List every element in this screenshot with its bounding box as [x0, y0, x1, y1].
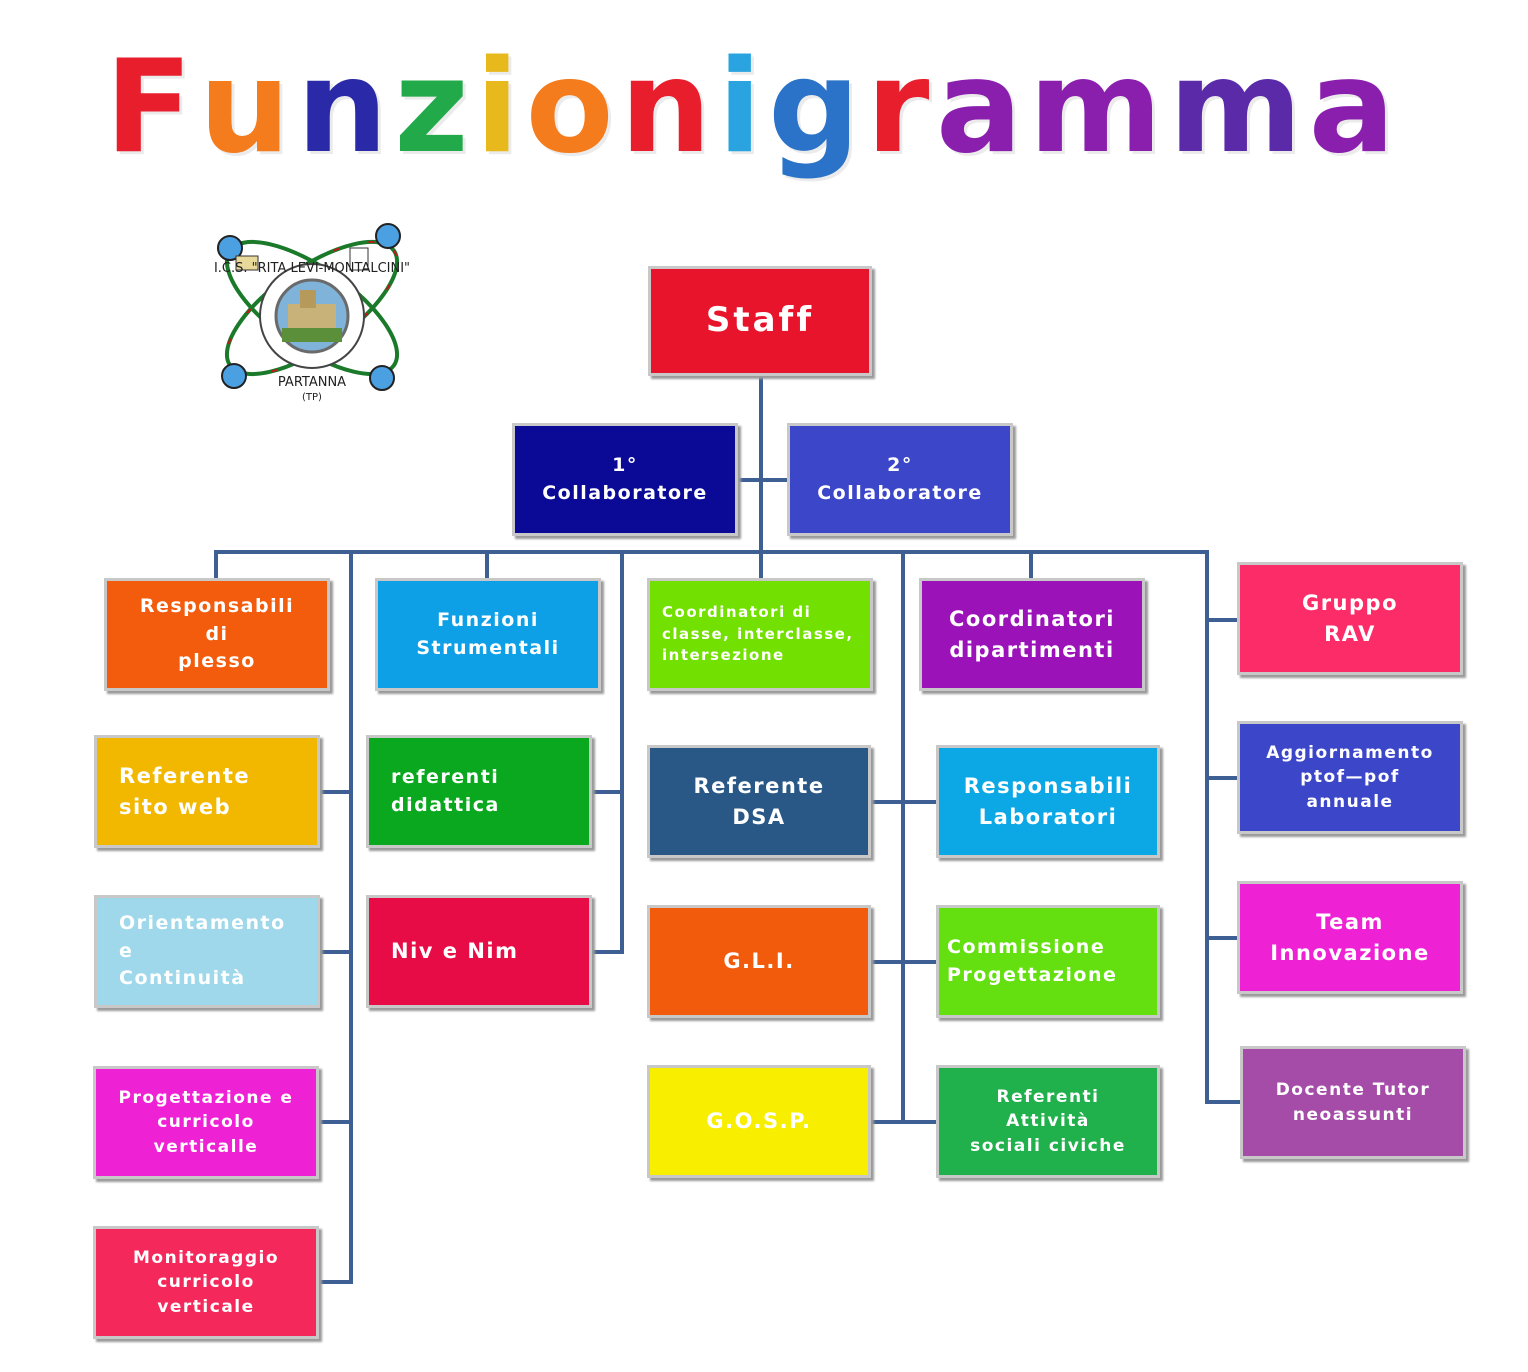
funzioni-strumentali-box: Funzioni Strumentali [375, 578, 601, 691]
title-letter: n [620, 33, 712, 182]
niv-nim-box: Niv e Nim [366, 895, 592, 1008]
referenti-attivita-box: Referenti Attività sociali civiche [936, 1065, 1160, 1178]
logo-text-bottom: PARTANNA [278, 375, 346, 390]
referente-dsa-box: Referente DSA [647, 745, 871, 858]
gruppo-rav-box: Gruppo RAV [1237, 562, 1463, 675]
referente-sito-web-box: Referente sito web [94, 735, 320, 848]
orientamento-continuita-box: Orientamento e Continuità [94, 895, 320, 1008]
title-letter: m [1168, 33, 1303, 182]
collaboratore-1-box: 1° Collaboratore [512, 423, 738, 536]
title-letter: n [296, 33, 388, 182]
staff-box: Staff [648, 266, 872, 376]
referenti-didattica-box: referenti didattica [366, 735, 592, 848]
title-letter: r [866, 33, 930, 182]
aggiornamento-ptof-box: Aggiornamento ptof—pof annuale [1237, 721, 1463, 834]
school-logo: I.C.S. "RITA LEVI-MONTALCINI" PARTANNA (… [214, 223, 410, 403]
monitoraggio-curricolo-box: Monitoraggio curricolo verticale [93, 1226, 319, 1339]
title-letter: o [525, 33, 614, 182]
logo-text-top: I.C.S. "RITA LEVI-MONTALCINI" [214, 261, 410, 276]
progettazione-curricolo-box: Progettazione e curricolo verticalle [93, 1066, 319, 1179]
responsabili-plesso-box: Responsabili di plesso [104, 578, 330, 691]
title-letter: m [1028, 33, 1163, 182]
title-letter: g [768, 33, 860, 182]
title-letter: i [717, 33, 762, 182]
gosp-box: G.O.S.P. [647, 1065, 871, 1178]
coordinatori-classe-box: Coordinatori di classe, interclasse, int… [647, 578, 873, 691]
logo-text-code: (TP) [302, 392, 322, 403]
commissione-progettazione-box: Commissione Progettazione [936, 905, 1160, 1018]
title-letter: F [105, 33, 193, 182]
team-innovazione-box: Team Innovazione [1237, 881, 1463, 994]
title-letter: z [394, 33, 469, 182]
gli-box: G.L.I. [647, 905, 871, 1018]
coordinatori-dipartimenti-box: Coordinatori dipartimenti [919, 578, 1145, 691]
title-letter: i [475, 33, 520, 182]
title-letter: a [935, 33, 1023, 182]
docente-tutor-box: Docente Tutor neoassunti [1240, 1046, 1466, 1159]
collaboratore-2-box: 2° Collaboratore [787, 423, 1013, 536]
title-letter: a [1308, 33, 1395, 182]
title-letter: u [198, 33, 291, 182]
responsabili-laboratori-box: Responsabili Laboratori [936, 745, 1160, 858]
